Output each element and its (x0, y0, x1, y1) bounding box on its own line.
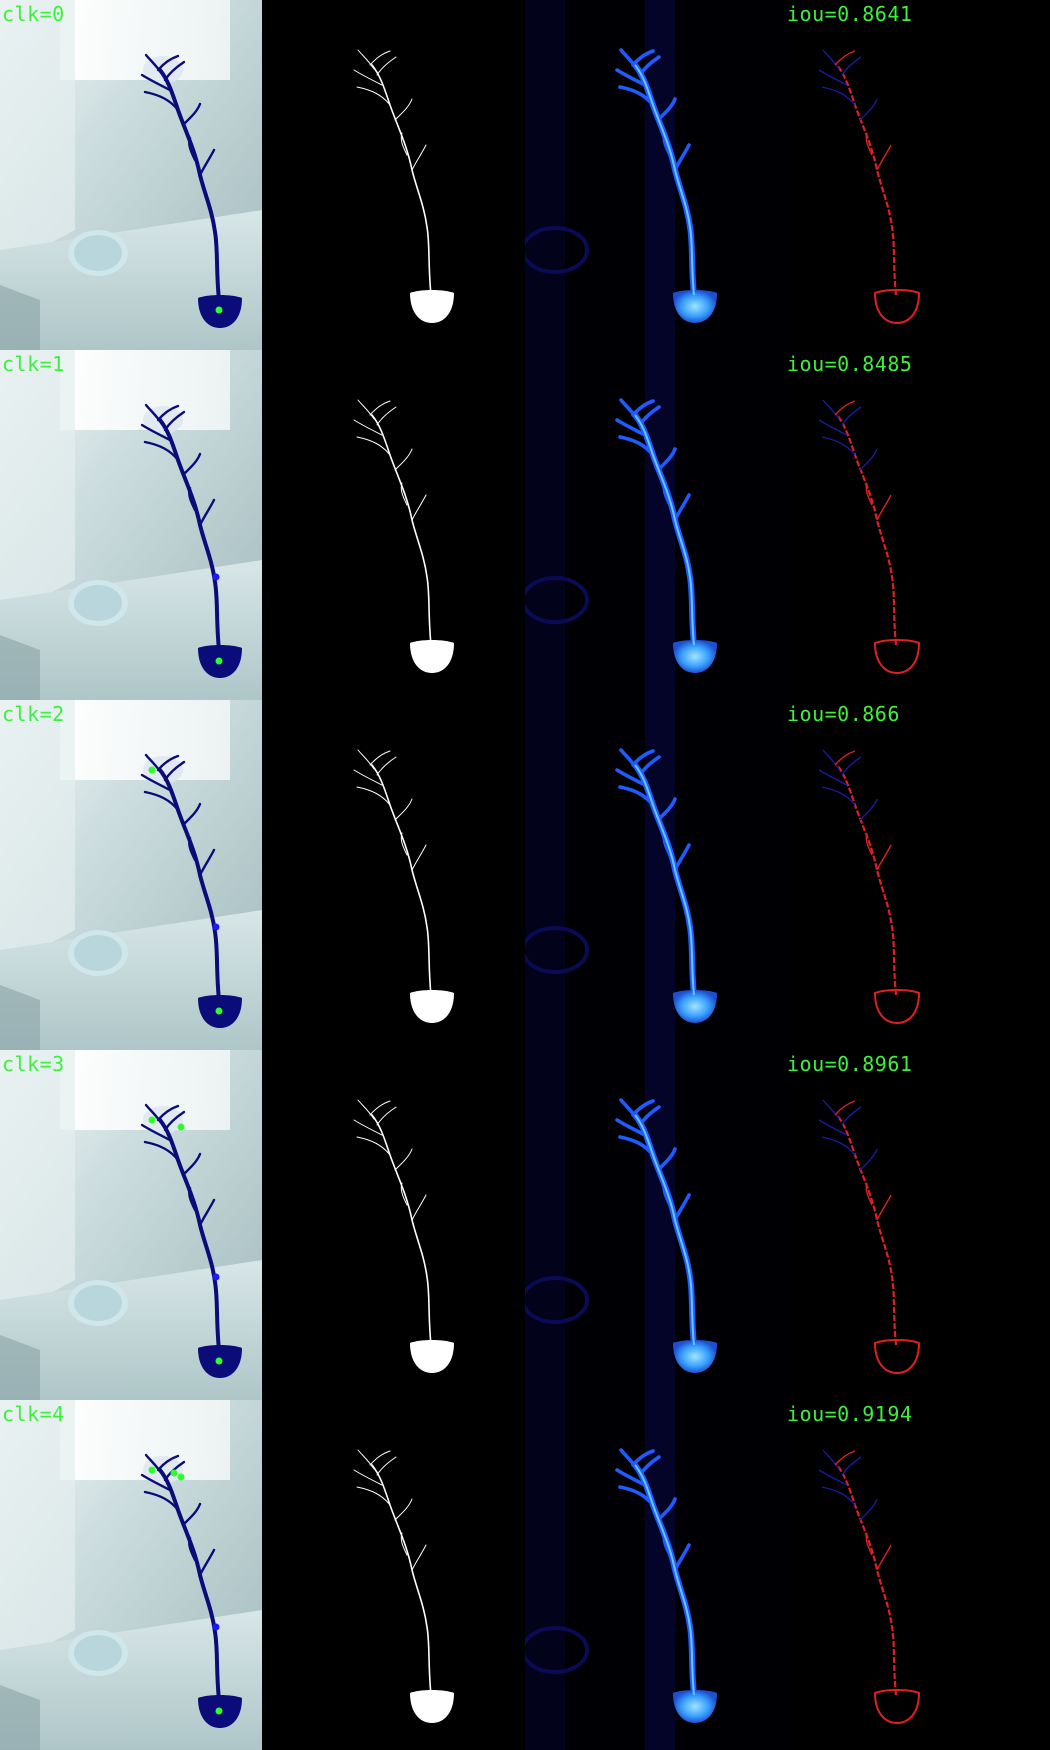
result-row: clk=3 iou=0.8961 (0, 1050, 1050, 1400)
segmented-plant (140, 1453, 242, 1728)
click-point (148, 1466, 156, 1474)
iou-label: iou=0.8485 (787, 352, 913, 376)
click-point (148, 1116, 156, 1124)
iou-label: iou=0.8961 (787, 1052, 913, 1076)
click-point (212, 1623, 220, 1631)
mask-panel (262, 1400, 524, 1750)
click-point (215, 657, 223, 665)
probability-map-panel (525, 0, 787, 350)
mask-panel (262, 1050, 524, 1400)
mask-panel (262, 700, 524, 1050)
click-count-label: clk=4 (2, 1402, 65, 1426)
click-point (170, 1469, 178, 1477)
probability-map-panel (525, 350, 787, 700)
input-image-panel (0, 700, 262, 1050)
error-map-panel (787, 0, 1049, 350)
click-count-label: clk=2 (2, 702, 65, 726)
input-image-panel (0, 0, 262, 350)
click-point (215, 1007, 223, 1015)
result-row: clk=0 iou=0.8641 (0, 0, 1050, 350)
error-outline (818, 1449, 921, 1725)
result-row: clk=1 iou=0.8485 (0, 350, 1050, 700)
click-point (212, 573, 220, 581)
error-outline (818, 749, 921, 1025)
error-map-panel (787, 350, 1049, 700)
probability-map-panel (525, 1050, 787, 1400)
mask-panel (262, 350, 524, 700)
mask-panel (262, 0, 524, 350)
click-point (177, 1473, 185, 1481)
iou-label: iou=0.8641 (787, 2, 913, 26)
click-count-label: clk=3 (2, 1052, 65, 1076)
error-outline (818, 1099, 921, 1375)
error-map-panel (787, 1050, 1049, 1400)
error-map-panel (787, 1400, 1049, 1750)
result-row: clk=4 iou=0.9194 (0, 1400, 1050, 1750)
error-outline (818, 399, 921, 675)
binary-mask (353, 399, 454, 673)
iou-label: iou=0.866 (787, 702, 900, 726)
binary-mask (353, 49, 454, 323)
binary-mask (353, 1099, 454, 1373)
click-point (212, 1273, 220, 1281)
error-map-panel (787, 700, 1049, 1050)
error-outline (818, 49, 921, 325)
click-point (148, 766, 156, 774)
binary-mask (353, 749, 454, 1023)
input-image-panel (0, 350, 262, 700)
binary-mask (353, 1449, 454, 1723)
result-row: clk=2 iou=0.866 (0, 700, 1050, 1050)
click-count-label: clk=0 (2, 2, 65, 26)
click-point (215, 1707, 223, 1715)
probability-map-panel (525, 1400, 787, 1750)
input-image-panel (0, 1050, 262, 1400)
click-point (212, 923, 220, 931)
input-image-panel (0, 1400, 262, 1750)
click-point (215, 1357, 223, 1365)
click-point (177, 1123, 185, 1131)
probability-map-panel (525, 700, 787, 1050)
click-point (215, 306, 223, 314)
click-count-label: clk=1 (2, 352, 65, 376)
iou-label: iou=0.9194 (787, 1402, 913, 1426)
